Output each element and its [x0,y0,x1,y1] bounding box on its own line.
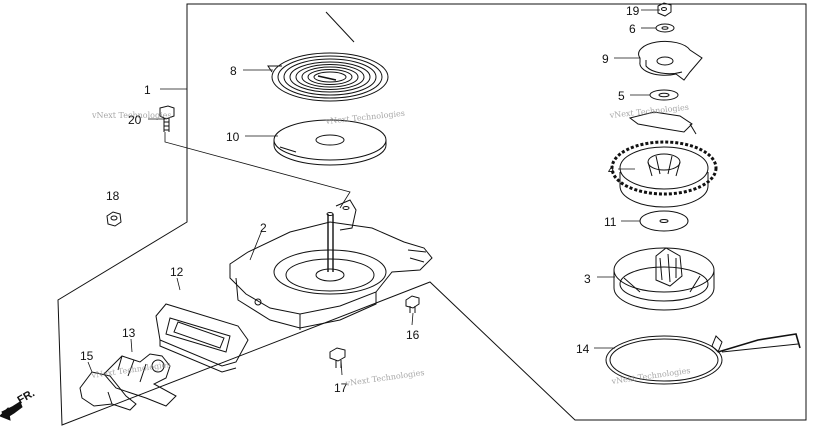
callout-16: 16 [406,328,420,342]
starter-grip-13 [103,353,177,407]
leader-lines [87,9,660,376]
spring-cover-10 [273,119,387,166]
friction-plate-11 [639,210,689,232]
watermark-text: vNext Technologies [90,360,171,380]
pulley-cover-9 [638,40,703,81]
callout-5: 5 [618,89,625,103]
assembly-outline-cut [325,11,355,43]
callout-15: 15 [80,349,94,363]
washer-5 [649,89,679,101]
nut-19 [657,2,672,17]
watermarks: vNext Technologies vNext Technologies vN… [90,103,691,388]
callout-14: 14 [576,342,590,356]
callout-11: 11 [604,215,617,229]
callout-1: 1 [144,83,151,97]
recoil-spring-8 [267,52,389,102]
ratchet-spring [628,111,697,135]
bolt-16 [405,295,420,313]
callout-6: 6 [629,22,636,36]
callout-2: 2 [260,221,267,235]
assembly-outline [57,3,807,426]
watermark-text: vNext Technologies [324,109,405,126]
starter-rope-14 [605,333,801,385]
callout-labels: 1 2 3 4 5 6 8 9 10 11 12 13 14 15 16 17 … [80,4,640,395]
callout-3: 3 [584,272,591,286]
callout-13: 13 [122,326,136,340]
callout-9: 9 [602,52,609,66]
watermark-text: vNext Technologies [344,368,425,388]
front-direction-arrow [0,401,23,421]
callout-8: 8 [230,64,237,78]
callout-12: 12 [170,265,184,279]
gear-4 [610,140,718,208]
callout-18: 18 [106,189,120,203]
handle-guide-12 [155,303,249,373]
watermark-text: vNext Technologies [91,111,171,120]
front-direction-label: FR. [16,387,37,406]
callout-10: 10 [226,130,240,144]
callout-19: 19 [626,4,640,18]
bolt-17 [329,347,346,368]
nut-18 [106,211,122,227]
callout-17: 17 [334,381,348,395]
watermark-text: vNext Technologies [608,103,689,120]
starter-housing-2 [229,199,433,330]
bolt-20 [159,105,175,132]
callout-20: 20 [128,113,142,127]
reel-3 [613,247,715,311]
grip-insert-15 [79,371,137,411]
washer-6 [655,23,675,33]
callout-4: 4 [608,163,615,177]
